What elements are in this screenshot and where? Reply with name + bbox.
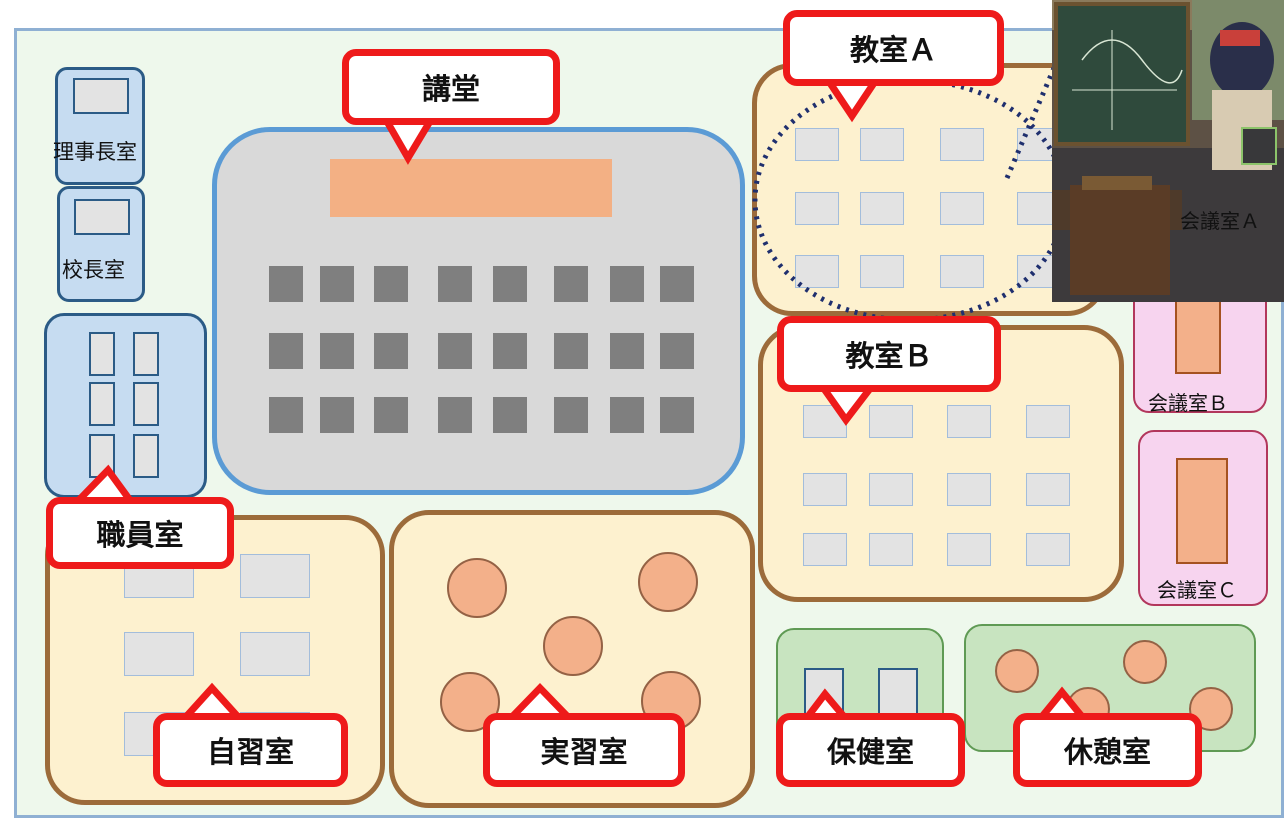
room-principal-office[interactable] (57, 186, 145, 302)
room-chairman-office[interactable] (55, 67, 145, 185)
lab-stool (440, 672, 500, 732)
study-desk (240, 554, 310, 598)
study-desk (124, 632, 194, 676)
classroom-desk (860, 128, 904, 161)
auditorium-seat (660, 333, 694, 369)
room-classroom-b[interactable] (758, 325, 1124, 602)
classroom-desk (940, 255, 984, 288)
callout-practice-room-label: 実習室 (540, 735, 628, 769)
room-meeting-c[interactable] (1138, 430, 1268, 606)
callout-lounge: 休憩室 (1013, 713, 1202, 787)
callout-staff-room-label: 職員室 (96, 518, 184, 552)
callout-classroom-b: 教室Ｂ (777, 316, 1001, 392)
auditorium-seat (438, 333, 472, 369)
classroom-character-photo-icon (1052, 0, 1284, 302)
auditorium-seat (554, 266, 588, 302)
study-desk (240, 632, 310, 676)
callout-classroom-a: 教室Ａ (783, 10, 1004, 86)
room-label-meeting-b: 会議室Ｂ (1148, 391, 1228, 415)
classroom-desk (947, 473, 991, 506)
auditorium-seat (610, 266, 644, 302)
auditorium-seat (374, 397, 408, 433)
auditorium-seat (610, 397, 644, 433)
callout-practice-room: 実習室 (483, 713, 685, 787)
lounge-stool (1123, 640, 1167, 684)
room-auditorium[interactable] (212, 127, 745, 495)
classroom-desk (803, 473, 847, 506)
lab-stool (543, 616, 603, 676)
auditorium-seat (320, 333, 354, 369)
classroom-desk (947, 405, 991, 438)
staff-desk (133, 332, 159, 376)
lab-stool (638, 552, 698, 612)
auditorium-seat (374, 333, 408, 369)
callout-infirmary: 保健室 (776, 713, 965, 787)
classroom-desk (795, 192, 839, 225)
auditorium-seat (610, 333, 644, 369)
classroom-desk (869, 533, 913, 566)
callout-staff-room: 職員室 (46, 497, 234, 569)
meeting-table (1175, 296, 1221, 374)
classroom-desk (869, 405, 913, 438)
classroom-desk (795, 128, 839, 161)
classroom-desk (1026, 473, 1070, 506)
auditorium-seat (320, 397, 354, 433)
room-label-meeting-c: 会議室Ｃ (1157, 578, 1237, 602)
classroom-desk (803, 533, 847, 566)
classroom-desk (860, 192, 904, 225)
auditorium-seat (320, 266, 354, 302)
lab-stool (447, 558, 507, 618)
callout-lounge-label: 休憩室 (1063, 735, 1151, 769)
callout-study-room-label: 自習室 (206, 735, 294, 769)
classroom-desk (1026, 533, 1070, 566)
meeting-table (1176, 458, 1228, 564)
classroom-photo: 会議室Ａ (1052, 0, 1284, 302)
classroom-desk (860, 255, 904, 288)
callout-classroom-a-label: 教室Ａ (849, 33, 937, 67)
classroom-desk (795, 255, 839, 288)
auditorium-seat (269, 397, 303, 433)
room-label-chairman: 理事長室 (53, 140, 137, 164)
auditorium-seat (374, 266, 408, 302)
room-label-principal: 校長室 (62, 258, 125, 282)
office-desk (73, 78, 129, 114)
auditorium-seat (554, 333, 588, 369)
classroom-desk (940, 128, 984, 161)
auditorium-seat (269, 333, 303, 369)
office-desk (74, 199, 130, 235)
callout-auditorium: 講堂 (342, 49, 560, 125)
room-label-meeting-a: 会議室Ａ (1180, 209, 1260, 233)
room-lounge[interactable] (964, 624, 1256, 752)
auditorium-seat (493, 266, 527, 302)
auditorium-seat (438, 397, 472, 433)
classroom-desk (803, 405, 847, 438)
staff-desk (133, 382, 159, 426)
auditorium-seat (493, 333, 527, 369)
callout-study-room: 自習室 (153, 713, 348, 787)
classroom-desk (1026, 405, 1070, 438)
callout-infirmary-label: 保健室 (826, 735, 914, 769)
auditorium-seat (660, 266, 694, 302)
auditorium-seat (554, 397, 588, 433)
auditorium-seat (660, 397, 694, 433)
classroom-desk (940, 192, 984, 225)
callout-auditorium-label: 講堂 (421, 72, 480, 106)
callout-classroom-b-label: 教室Ｂ (845, 339, 933, 373)
room-staff-room[interactable] (44, 313, 207, 498)
auditorium-seat (438, 266, 472, 302)
classroom-desk (869, 473, 913, 506)
staff-desk (133, 434, 159, 478)
staff-desk (89, 382, 115, 426)
auditorium-seat (493, 397, 527, 433)
auditorium-seat (269, 266, 303, 302)
lounge-stool (995, 649, 1039, 693)
staff-desk (89, 332, 115, 376)
classroom-desk (947, 533, 991, 566)
auditorium-stage (330, 159, 612, 217)
